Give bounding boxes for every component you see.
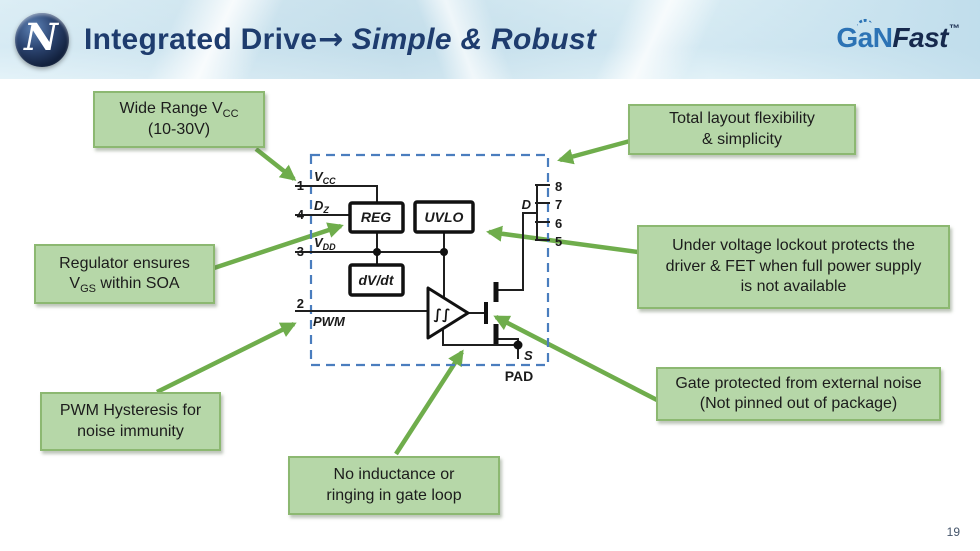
callout-text-line: driver & FET when full power supply (665, 257, 922, 275)
pin-number-2: 2 (297, 296, 304, 311)
slide-title: Integrated Drive→Simple & Robust (84, 22, 596, 57)
pin-number-4: 4 (297, 207, 305, 222)
callout-text-line: noise immunity (77, 422, 184, 440)
source-label: S (524, 348, 533, 363)
callout-text-line: VGS within SOA (69, 275, 180, 296)
header-bar: N Integrated Drive→Simple & Robust GaNFa… (0, 0, 980, 79)
hysteresis-symbol: ∫∫ (433, 307, 450, 323)
pin-number-6: 6 (555, 216, 562, 231)
title-arrow-icon: → (318, 22, 344, 57)
arrow-vcc (254, 147, 297, 181)
pin-number-8: 8 (555, 179, 562, 194)
circuit-wires (295, 184, 550, 359)
arrow-regulator (213, 222, 344, 271)
callout-text-line: Under voltage lockout protects the (672, 237, 915, 255)
callout-no-inductance: No inductance or ringing in gate loop (288, 456, 500, 515)
callout-wide-range-vcc: Wide Range VCC (10-30V) (93, 91, 265, 148)
pin-label-pwm: PWM (313, 314, 346, 329)
arrow-layout (557, 138, 631, 165)
callout-pwm-hysteresis: PWM Hysteresis for noise immunity (40, 392, 221, 451)
ganfast-logo-gan: GaN (836, 22, 893, 53)
pin-number-7: 7 (555, 197, 562, 212)
trademark-symbol: ™ (949, 23, 960, 35)
dvdt-block-label: dV/dt (359, 272, 395, 288)
pin-number-1: 1 (297, 178, 304, 193)
callout-text-line: ringing in gate loop (326, 486, 462, 504)
callout-layout-flexibility: Total layout flexibility & simplicity (628, 104, 856, 155)
callout-text-line: Total layout flexibility (669, 110, 815, 128)
callout-undervoltage-lockout: Under voltage lockout protects the drive… (637, 225, 950, 309)
arrow-gate (493, 315, 659, 402)
arrow-uvlo (486, 225, 639, 255)
junction-dot (440, 248, 448, 256)
dvdt-block (348, 263, 405, 297)
ganfast-logo: GaNFast™ (836, 17, 960, 53)
callout-text-line: No inductance or (333, 466, 455, 484)
navitas-logo-letter: N (24, 14, 58, 59)
callout-text-line: & simplicity (701, 130, 782, 148)
pin-label-vdd: VDD (314, 235, 336, 252)
ic-boundary-dashed-box (309, 153, 550, 367)
reg-block (348, 201, 405, 234)
callout-text-line: Regulator ensures (59, 254, 190, 272)
driver-amplifier-triangle (426, 286, 470, 340)
reg-block-label: REG (361, 209, 391, 225)
arrow-inductance (394, 349, 464, 456)
callout-text-line: (10-30V) (147, 120, 211, 138)
junction-dot (513, 340, 523, 350)
pin-number-5: 5 (555, 234, 562, 249)
pin-label-vcc: VCC (314, 169, 336, 186)
callout-text-line: is not available (740, 278, 847, 296)
callout-gate-protected: Gate protected from external noise (Not … (656, 367, 941, 421)
callout-arrows (155, 138, 659, 456)
pad-label: PAD (505, 368, 534, 384)
callout-text-line: Wide Range VCC (119, 100, 239, 121)
callout-text-line: PWM Hysteresis for (59, 402, 202, 420)
gan-fet-symbol (484, 282, 499, 344)
pin-number-3: 3 (297, 244, 304, 259)
arrow-pwm (155, 321, 297, 395)
uvlo-block (413, 200, 475, 234)
callout-text-line: (Not pinned out of package) (699, 395, 898, 412)
junction-dot (373, 248, 381, 256)
title-main: Integrated Drive (84, 23, 318, 56)
drain-label: D (522, 197, 532, 212)
uvlo-block-label: UVLO (425, 209, 464, 225)
callout-text-line: Gate protected from external noise (675, 374, 922, 392)
ganfast-logo-fast: Fast (892, 22, 948, 53)
page-number: 19 (946, 525, 960, 539)
title-emphasis: Simple & Robust (351, 23, 597, 56)
pin-label-dz: DZ (314, 198, 329, 215)
navitas-logo: N (15, 12, 69, 67)
callout-regulator-soa: Regulator ensures VGS within SOA (34, 244, 215, 304)
